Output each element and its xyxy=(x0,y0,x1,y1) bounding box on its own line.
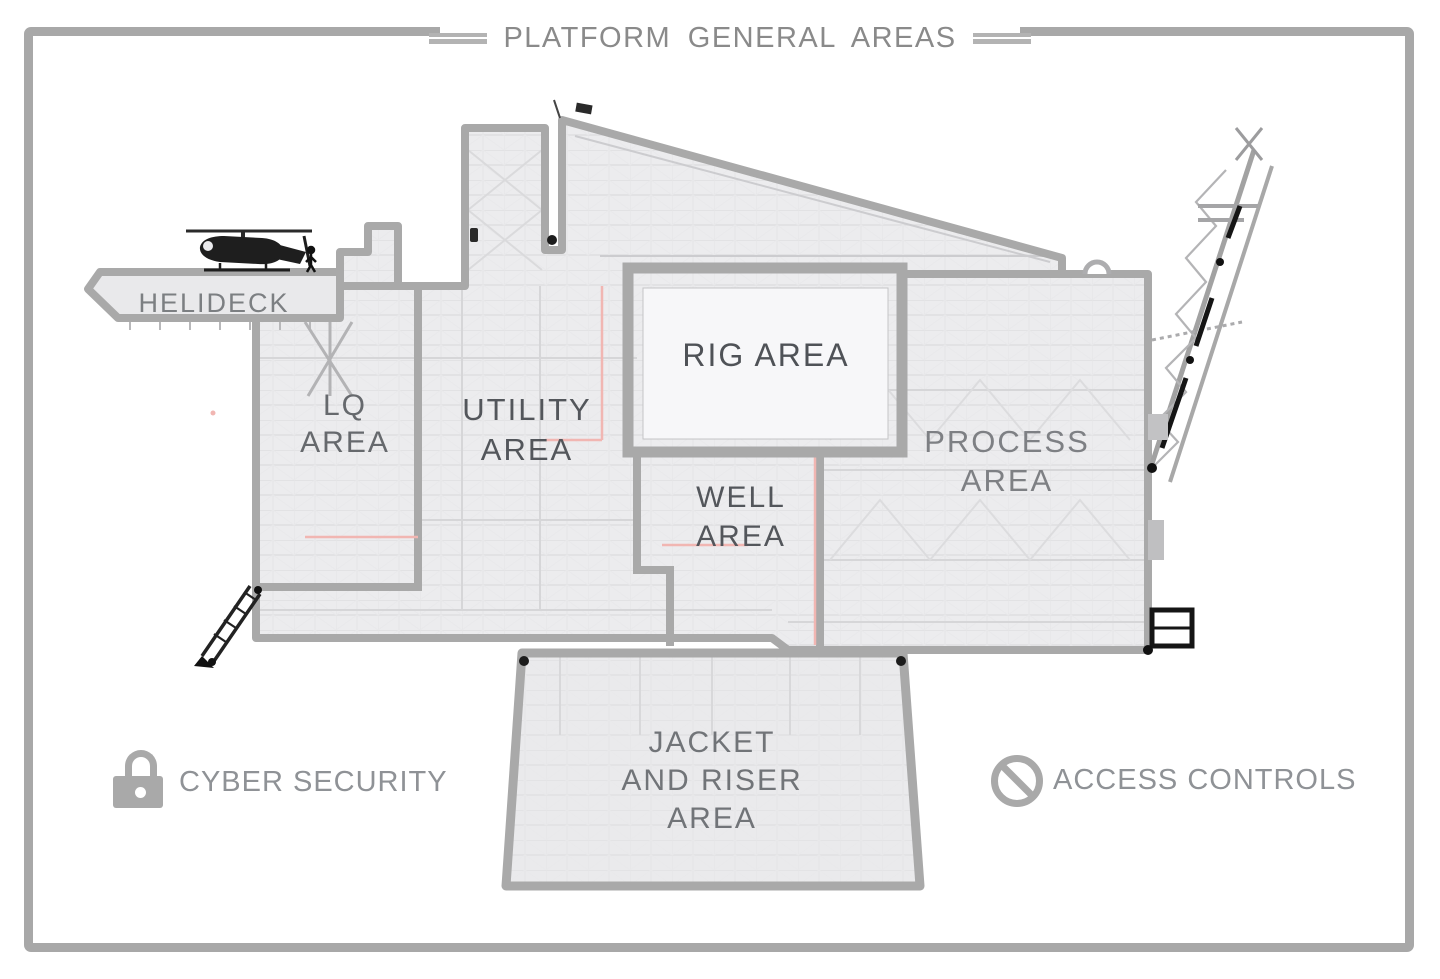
person-figure xyxy=(305,245,317,273)
title-bar: PLATFORM GENERAL AREAS xyxy=(429,17,1031,59)
riser-lines xyxy=(559,657,861,735)
helideck-shape xyxy=(84,268,354,397)
helicopter-icon xyxy=(186,229,312,272)
well-left-boundary xyxy=(633,452,674,646)
no-entry-icon xyxy=(991,755,1043,807)
helideck-struts xyxy=(303,321,354,397)
lock-icon-keyhole xyxy=(135,787,146,798)
title-right-rule xyxy=(972,32,1031,44)
lq-area-label-line1: LQ xyxy=(323,389,367,422)
jacket-shape xyxy=(501,648,925,891)
process-area-label-line2: AREA xyxy=(961,463,1053,498)
jacket-area-label-line1: JACKET xyxy=(648,726,775,759)
well-area-label-line2: AREA xyxy=(696,520,786,553)
page-title: PLATFORM GENERAL AREAS xyxy=(503,21,957,54)
access-controls-label: ACCESS CONTROLS xyxy=(1053,764,1357,796)
rig-area-box xyxy=(622,262,908,458)
process-area-label-line1: PROCESS xyxy=(924,424,1090,459)
structure-details xyxy=(470,99,593,245)
utility-area-label-line2: AREA xyxy=(481,432,573,467)
well-area-label-line1: WELL xyxy=(696,481,786,514)
lock-icon xyxy=(125,750,157,780)
vent-arc xyxy=(1082,259,1112,275)
cyber-security-label: CYBER SECURITY xyxy=(179,766,448,798)
jacket-area-label-line2: AND RISER xyxy=(621,764,802,797)
tower-braces xyxy=(467,149,543,271)
utility-area-label-line1: UTILITY xyxy=(462,392,591,427)
helideck-label: HELIDECK xyxy=(138,288,289,318)
accent-lines xyxy=(305,286,817,645)
jacket-area-label-line3: AREA xyxy=(667,802,757,835)
flare-boom-icon xyxy=(1143,127,1274,655)
title-left-rule xyxy=(429,32,488,44)
wedge-walkway xyxy=(574,135,1058,263)
jacket-hinge-right xyxy=(896,656,906,666)
deck-lines xyxy=(256,286,1148,623)
accent-dot xyxy=(210,410,216,416)
lq-area-label-line2: AREA xyxy=(300,426,390,459)
davit-crane-icon xyxy=(194,585,262,668)
helideck-skirt xyxy=(129,322,311,330)
jacket-hinge-left xyxy=(519,656,529,666)
rig-area-label: RIG AREA xyxy=(682,337,849,373)
